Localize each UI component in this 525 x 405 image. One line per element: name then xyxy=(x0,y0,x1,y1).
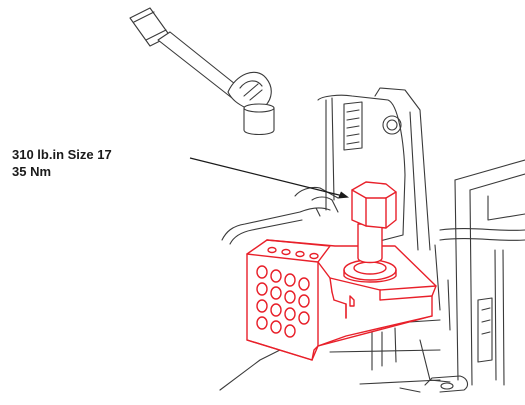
socket-wrench-icon xyxy=(129,7,275,136)
torque-callout: 310 lb.in Size 17 35 Nm xyxy=(12,146,112,180)
callout-leader-arrow xyxy=(189,157,349,199)
washer xyxy=(343,259,397,283)
torque-spec-label: 310 lb.in Size 17 xyxy=(12,147,112,162)
terminal-holes xyxy=(256,246,319,338)
terminal-block xyxy=(246,239,437,361)
hex-bolt xyxy=(351,181,397,264)
torque-metric-label: 35 Nm xyxy=(12,164,52,179)
